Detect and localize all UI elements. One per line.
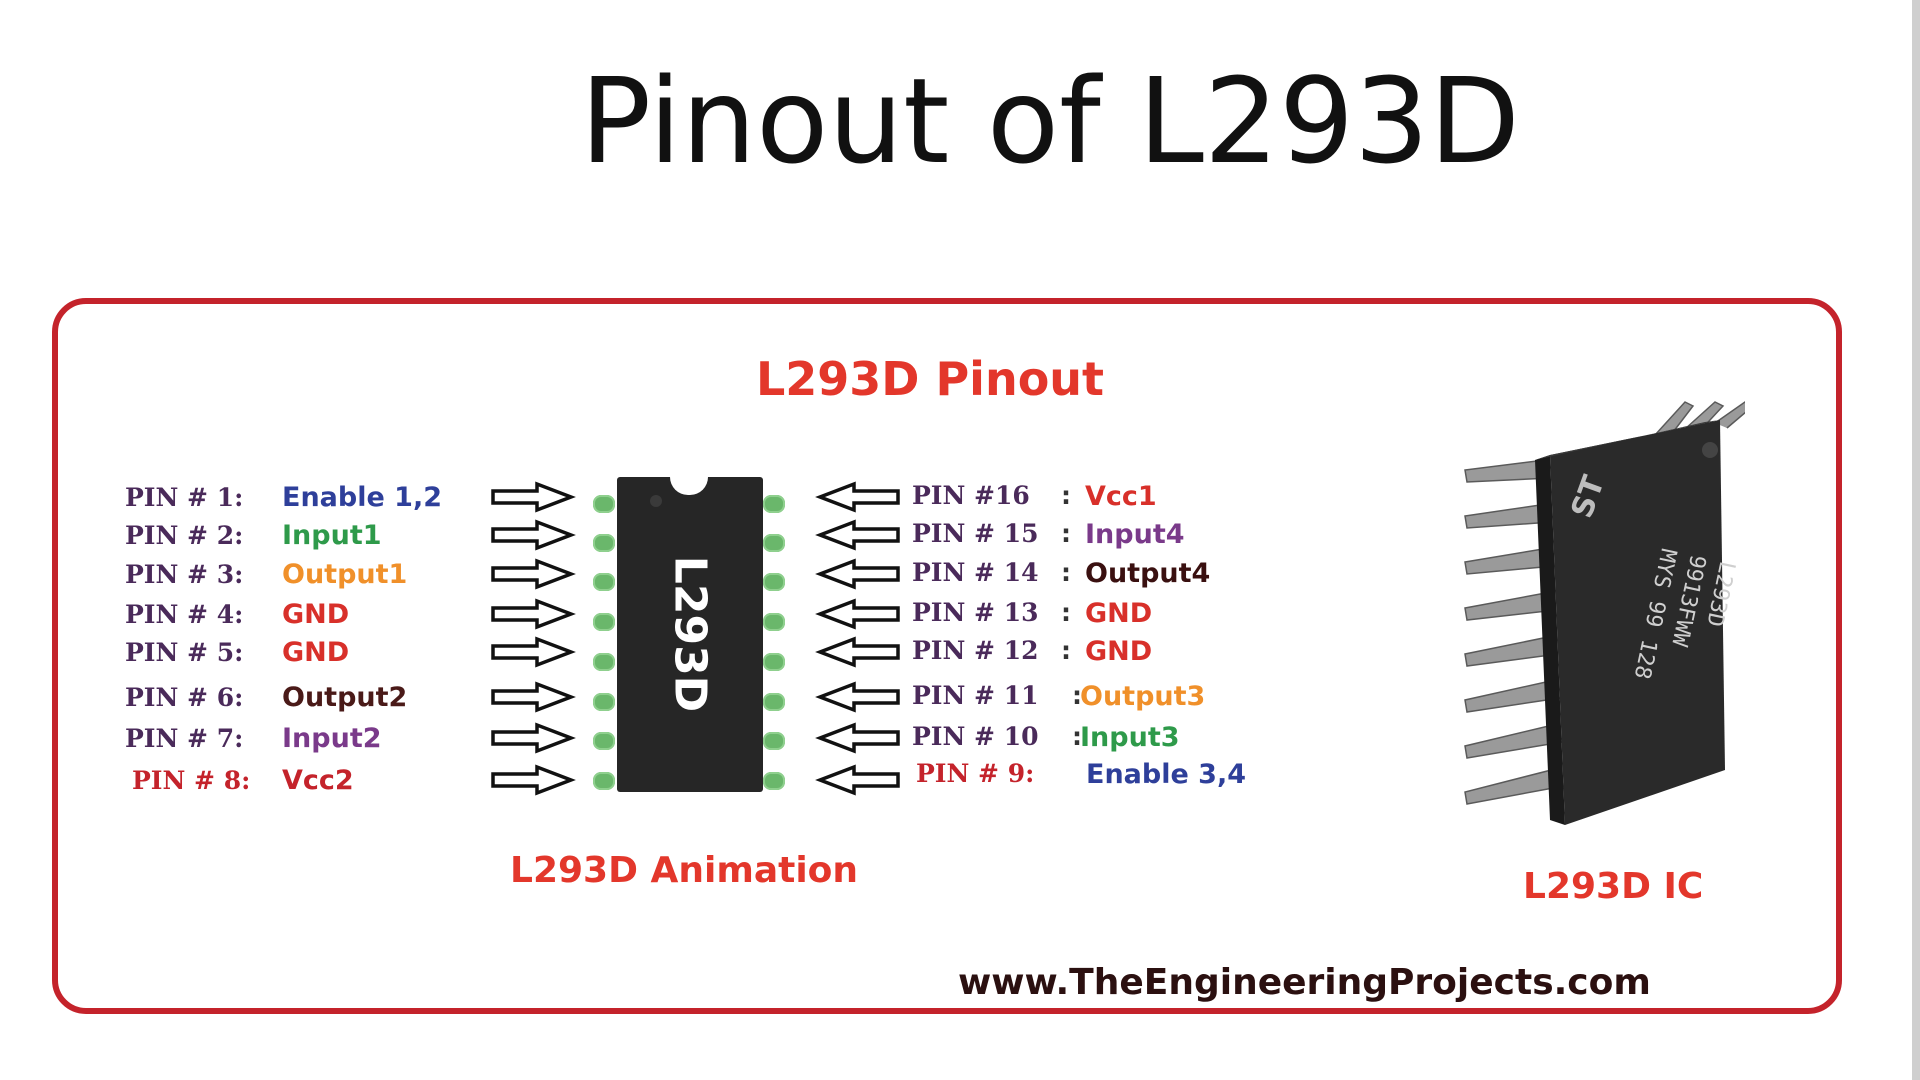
chip-pin-6 xyxy=(593,693,615,711)
right-pin-colon-13: : xyxy=(1061,598,1071,627)
left-pin-function-3: Output1 xyxy=(282,559,408,590)
chip-pin-13 xyxy=(763,613,785,631)
ic-leg-3 xyxy=(1464,547,1555,575)
right-pin-colon-14: : xyxy=(1061,558,1071,587)
ic-leg-1 xyxy=(1464,459,1551,483)
ic-leg-7 xyxy=(1464,723,1563,759)
diagram-title: L293D Pinout xyxy=(755,352,1105,406)
right-pin-colon-15: : xyxy=(1061,519,1071,548)
right-pin-function-12: GND xyxy=(1085,636,1153,667)
chip-pin-8 xyxy=(593,772,615,790)
left-pin-label-3: PIN # 3: xyxy=(125,560,244,589)
ic-back-leg-1 xyxy=(1654,401,1695,441)
chip-pin-12 xyxy=(763,653,785,671)
chip-pin-10 xyxy=(763,732,785,750)
chip-pin-11 xyxy=(763,693,785,711)
ic-body xyxy=(1550,420,1725,825)
ic-leg-2 xyxy=(1464,503,1553,529)
ic-leg-5 xyxy=(1464,635,1559,667)
left-pin-function-8: Vcc2 xyxy=(282,765,354,796)
slide-title: Pinout of L293D xyxy=(580,52,1520,190)
left-pin-function-7: Input2 xyxy=(282,723,382,754)
chip-pin-9 xyxy=(763,772,785,790)
right-pin-label-16: PIN #16 xyxy=(912,481,1030,510)
left-pin-label-4: PIN # 4: xyxy=(125,600,244,629)
l293d-ic-photo: L293D 9913FWW MYS 99 128 ST xyxy=(1464,401,1745,825)
left-pin-label-7: PIN # 7: xyxy=(125,724,244,753)
left-pin-function-2: Input1 xyxy=(282,520,382,551)
chip-pin-5 xyxy=(593,653,615,671)
chip-pin-7 xyxy=(593,732,615,750)
ic-leg-6 xyxy=(1464,679,1561,713)
right-pin-function-16: Vcc1 xyxy=(1085,481,1157,512)
ic-leg-8 xyxy=(1464,767,1565,805)
chip-pin-14 xyxy=(763,573,785,591)
pin1-indicator-dot xyxy=(650,495,662,507)
right-pin-label-9: PIN # 9: xyxy=(916,759,1035,788)
right-pin-colon-16: : xyxy=(1061,481,1071,510)
l293d-chip-body xyxy=(617,477,763,792)
website-watermark: www.TheEngineeringProjects.com xyxy=(958,962,1651,1003)
right-pin-label-12: PIN # 12 xyxy=(912,636,1039,665)
chip-pin-16 xyxy=(763,495,785,513)
chip-label: L293D xyxy=(664,555,716,713)
right-pin-label-13: PIN # 13 xyxy=(912,598,1039,627)
right-pin-label-10: PIN # 10 xyxy=(912,722,1039,751)
chip-pin-3 xyxy=(593,573,615,591)
right-pin-colon-10: : xyxy=(1072,722,1082,751)
right-pin-function-15: Input4 xyxy=(1085,519,1185,550)
right-pin-label-15: PIN # 15 xyxy=(912,519,1039,548)
left-pin-function-6: Output2 xyxy=(282,682,408,713)
right-pin-function-13: GND xyxy=(1085,598,1153,629)
caption-animation: L293D Animation xyxy=(510,850,859,891)
right-pin-label-14: PIN # 14 xyxy=(912,558,1039,587)
ic-back-leg-3 xyxy=(1714,401,1745,429)
chip-pin-15 xyxy=(763,534,785,552)
chip-pin-2 xyxy=(593,534,615,552)
left-pin-label-8: PIN # 8: xyxy=(132,766,251,795)
right-pin-colon-11: : xyxy=(1072,681,1082,710)
right-pin-function-14: Output4 xyxy=(1085,558,1211,589)
chip-pin-1 xyxy=(593,495,615,513)
left-pin-function-4: GND xyxy=(282,599,350,630)
left-pin-label-6: PIN # 6: xyxy=(125,683,244,712)
chip-pin-4 xyxy=(593,613,615,631)
left-pin-function-1: Enable 1,2 xyxy=(282,482,443,513)
chip-notch xyxy=(670,477,708,495)
left-pin-label-1: PIN # 1: xyxy=(125,483,244,512)
left-pin-label-2: PIN # 2: xyxy=(125,521,244,550)
right-pin-function-10: Input3 xyxy=(1080,722,1180,753)
ic-body-shade xyxy=(1535,455,1565,825)
caption-ic: L293D IC xyxy=(1523,866,1704,907)
window-edge xyxy=(1912,0,1920,1080)
left-pin-function-5: GND xyxy=(282,637,350,668)
right-pin-function-11: Output3 xyxy=(1080,681,1206,712)
right-pin-label-11: PIN # 11 xyxy=(912,681,1039,710)
left-pin-label-5: PIN # 5: xyxy=(125,638,244,667)
right-pin-colon-12: : xyxy=(1061,636,1071,665)
right-pin-function-9: Enable 3,4 xyxy=(1086,759,1247,790)
ic-notch-icon xyxy=(1702,442,1718,458)
ic-leg-4 xyxy=(1464,591,1557,621)
